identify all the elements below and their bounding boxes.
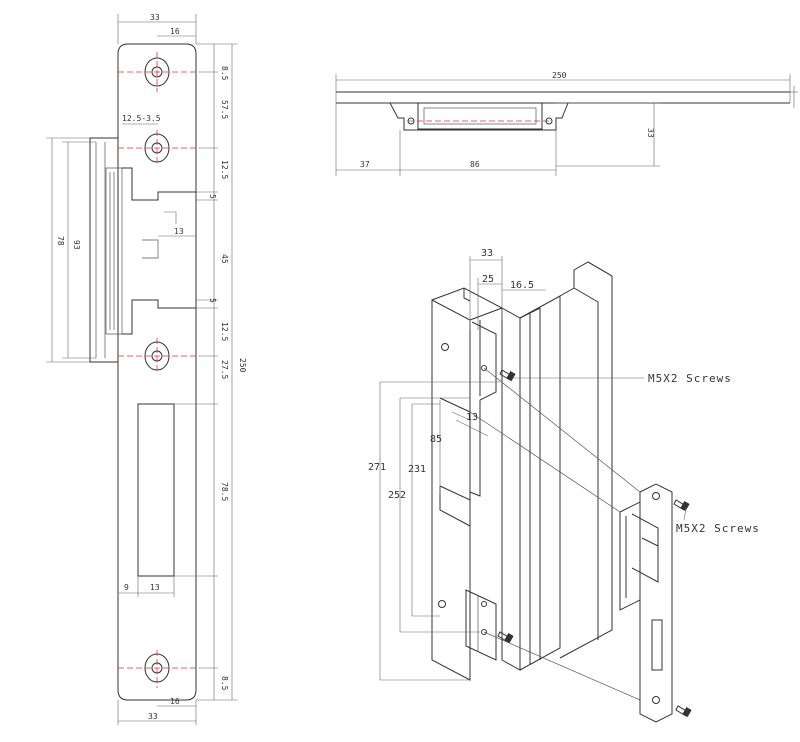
- iso-dim-33: 33: [481, 248, 493, 259]
- dim-27-5: 27.5: [220, 360, 229, 379]
- dim-12-5-b: 12.5: [220, 322, 229, 341]
- top-dim-body: 86: [470, 160, 480, 169]
- iso-dim-13: 13: [466, 412, 478, 423]
- front-view: 33 16 33 16 9 13 12.5-3.5 13: [46, 13, 247, 725]
- dim-top-hole-offset: 16: [170, 27, 180, 36]
- iso-dim-85: 85: [430, 434, 442, 445]
- dim-93: 93: [72, 240, 81, 250]
- latch-slot: [137, 403, 175, 577]
- dim-cutout-offset: 12.5-3.5: [122, 114, 161, 123]
- top-dim-height: 33: [646, 128, 655, 138]
- dim-slot-width: 13: [150, 583, 160, 592]
- callout-screws-2: M5X2 Screws: [676, 522, 760, 535]
- iso-strike-plate: [639, 483, 673, 723]
- top-dim-thickness: 3: [798, 96, 800, 101]
- iso-view: M5X2 Screws M5X2 Screws 33 25 16.5 271 2…: [368, 248, 760, 723]
- dim-250: 250: [238, 358, 247, 373]
- dim-top-8-5: 8.5: [220, 66, 229, 81]
- dim-mid-13: 13: [174, 227, 184, 236]
- faceplate-outline: [117, 43, 197, 701]
- dim-5-top: 5: [208, 194, 217, 199]
- top-dim-left: 37: [360, 160, 370, 169]
- keeper-mechanism: [122, 167, 197, 335]
- screw-lower-left: [497, 631, 514, 643]
- iso-dim-16-5: 16.5: [510, 280, 534, 291]
- dim-57-5: 57.5: [220, 100, 229, 119]
- screw-upper-left: [499, 369, 516, 381]
- iso-dim-231: 231: [408, 464, 426, 475]
- dim-top-width: 33: [150, 13, 160, 22]
- callout-screws-1: M5X2 Screws: [648, 372, 732, 385]
- iso-dim-252: 252: [388, 490, 406, 501]
- dim-45: 45: [220, 254, 229, 264]
- iso-dim-271: 271: [368, 462, 386, 473]
- dim-slot-left: 9: [124, 583, 129, 592]
- dim-bottom-width: 33: [148, 712, 158, 721]
- top-view: 250 37 86 33 3: [335, 71, 800, 176]
- dim-12-5-a: 12.5: [220, 160, 229, 179]
- dim-bottom-hole-offset: 16: [170, 697, 180, 706]
- screw-lower-right: [675, 705, 692, 717]
- dim-78-5: 78.5: [220, 482, 229, 501]
- iso-dim-25: 25: [482, 274, 494, 285]
- door-frame: [431, 299, 471, 681]
- screw-upper-right: [673, 499, 690, 511]
- dim-bottom-8-5: 8.5: [220, 676, 229, 691]
- strike-lip: [89, 137, 118, 363]
- top-dim-overall: 250: [552, 71, 567, 80]
- dim-5-mid: 5: [208, 298, 217, 303]
- dim-78: 78: [56, 236, 65, 246]
